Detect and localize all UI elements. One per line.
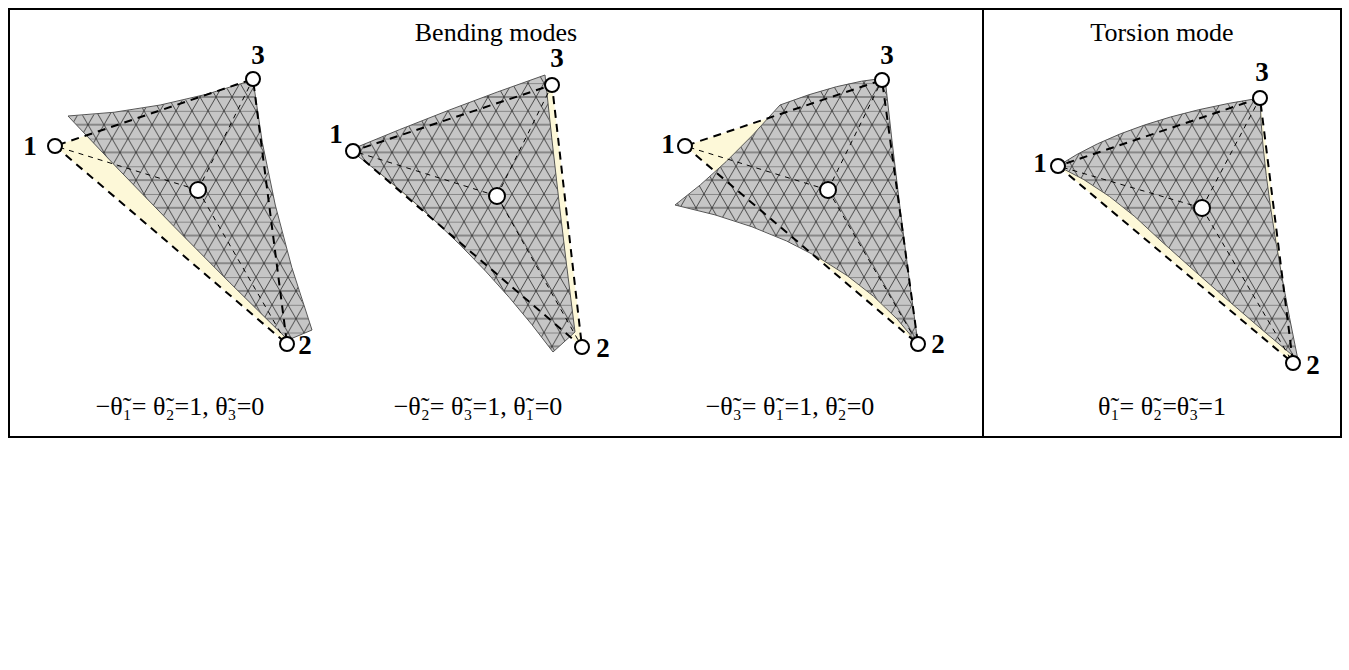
node-number: 1 [329, 119, 343, 150]
node-number: 2 [1306, 350, 1320, 381]
dashed-triangle [685, 80, 918, 344]
dashed-triangle [353, 85, 582, 347]
node-circle [246, 72, 260, 86]
deformed-mesh [675, 78, 918, 344]
node-number: 2 [298, 330, 312, 361]
center-circle [190, 182, 206, 198]
node-circle [678, 139, 692, 153]
node-circle [280, 337, 294, 351]
mode-formula: −θ̃₃= θ̃₁=1, θ̃₂=0 [706, 392, 875, 422]
deformed-mesh [1058, 98, 1298, 360]
mode-formula: θ̃₁= θ̃₂=θ̃₃=1 [1098, 392, 1226, 422]
node-circle [911, 337, 925, 351]
dashed-median [685, 80, 918, 344]
center-circle [1194, 200, 1210, 216]
node-circle [1253, 91, 1267, 105]
panel-title: Torsion mode [984, 18, 1340, 48]
center-circle [489, 188, 505, 204]
node-circle [48, 139, 62, 153]
node-circle [545, 78, 559, 92]
node-number: 3 [880, 40, 894, 71]
mode-formula: −θ̃₁= θ̃₂=1, θ̃₃=0 [96, 392, 265, 422]
panel-title: Bending modes [10, 18, 982, 48]
dashed-triangle [55, 79, 287, 344]
center-circle [820, 182, 836, 198]
dashed-median [55, 79, 287, 344]
node-number: 3 [1255, 57, 1269, 88]
node-number: 1 [23, 131, 37, 162]
node-circle [346, 144, 360, 158]
mode-formula: −θ̃₂= θ̃₃=1, θ̃₁=0 [394, 392, 563, 422]
dashed-median [353, 85, 582, 347]
node-number: 3 [550, 43, 564, 74]
node-circle [575, 340, 589, 354]
node-number: 2 [931, 329, 945, 360]
dashed-median [1058, 98, 1293, 363]
dashed-triangle [1058, 98, 1293, 363]
node-number: 1 [661, 129, 675, 160]
node-number: 2 [596, 333, 610, 364]
panel-box: Torsion mode [982, 8, 1342, 438]
node-circle [875, 73, 889, 87]
node-circle [1286, 356, 1300, 370]
node-number: 1 [1033, 148, 1047, 179]
deformed-mesh [350, 75, 575, 352]
panel-1 [48, 72, 312, 351]
node-number: 3 [251, 40, 265, 71]
panel-3 [675, 73, 925, 351]
deformed-mesh [68, 80, 312, 340]
panel-2 [346, 75, 589, 354]
node-circle [1051, 159, 1065, 173]
panel-box: Bending modes [8, 8, 984, 438]
panel-4 [1051, 91, 1300, 370]
